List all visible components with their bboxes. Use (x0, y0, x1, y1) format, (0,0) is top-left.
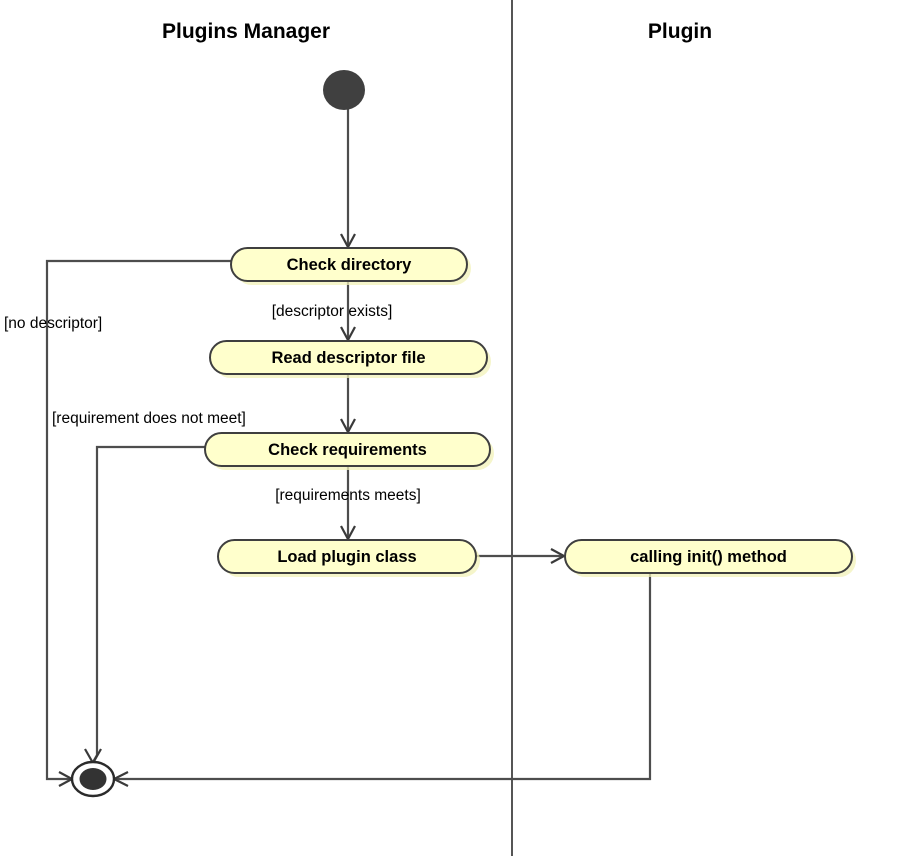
activity-label-read-descriptor-file: Read descriptor file (271, 349, 425, 367)
initial-node (323, 70, 365, 110)
activity-node-load-plugin-class[interactable]: Load plugin class (217, 539, 480, 577)
guard-label-requirement-does-not-meet: [requirement does not meet] (52, 410, 246, 427)
activity-node-check-requirements[interactable]: Check requirements (204, 432, 494, 470)
edge-initial-to-check-directory (340, 108, 356, 250)
activity-label-load-plugin-class: Load plugin class (277, 548, 416, 566)
activity-label-check-directory: Check directory (287, 256, 413, 274)
edge-load-plugin-class-to-calling-init-method (476, 548, 567, 564)
swimlane-title-plugin: Plugin (648, 20, 712, 43)
activity-label-calling-init-method: calling init() method (630, 548, 787, 566)
activity-node-check-directory[interactable]: Check directory (230, 247, 471, 285)
guard-label-descriptor-exists: [descriptor exists] (272, 303, 393, 320)
edge-calling-init-method-to-final (111, 573, 652, 787)
activity-node-calling-init-method[interactable]: calling init() method (564, 539, 856, 577)
edge-check-requirements-to-final (84, 445, 205, 766)
swimlane-title-plugins-manager: Plugins Manager (162, 20, 330, 43)
guard-label-requirements-meets: [requirements meets] (275, 487, 421, 504)
activity-node-read-descriptor-file[interactable]: Read descriptor file (209, 340, 491, 378)
final-node (70, 760, 116, 798)
edge-check-directory-to-final (45, 259, 231, 787)
activity-label-check-requirements: Check requirements (268, 441, 427, 459)
guard-label-no-descriptor: [no descriptor] (4, 315, 102, 332)
guard-labels-layer: [no descriptor] [descriptor exists] [req… (4, 303, 421, 504)
edge-read-descriptor-file-to-check-requirements (340, 374, 356, 435)
